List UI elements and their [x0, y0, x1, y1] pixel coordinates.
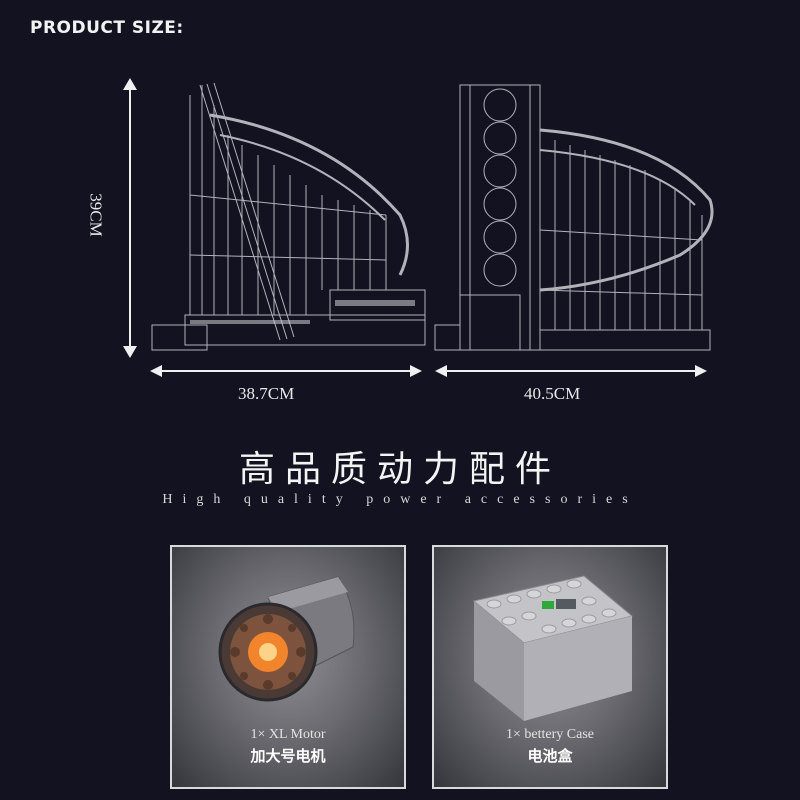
battery-box-icon: [472, 575, 634, 721]
accessory-card-battery: 1× bettery Case 电池盒: [432, 545, 668, 789]
accessory-card-motor: 1× XL Motor 加大号电机: [170, 545, 406, 789]
motor-icon: [218, 576, 355, 702]
battery-label-cn: 电池盒: [527, 747, 573, 765]
model-side-view-left: [151, 82, 426, 351]
height-label: 39CM: [86, 193, 106, 237]
width-arrow-left: [150, 365, 422, 377]
width-label-left: 38.7CM: [238, 384, 295, 403]
page-title: PRODUCT SIZE:: [30, 18, 184, 38]
battery-label-en: 1× bettery Case: [506, 727, 594, 742]
heading-english: High quality power accessories: [162, 492, 638, 507]
heading-chinese: 高品质动力配件: [238, 449, 561, 490]
model-side-view-right: [434, 84, 714, 351]
width-arrow-right: [435, 365, 707, 377]
motor-label-en: 1× XL Motor: [250, 727, 326, 742]
height-arrow: [123, 78, 137, 358]
motor-label-cn: 加大号电机: [250, 747, 326, 765]
width-label-right: 40.5CM: [524, 384, 581, 403]
